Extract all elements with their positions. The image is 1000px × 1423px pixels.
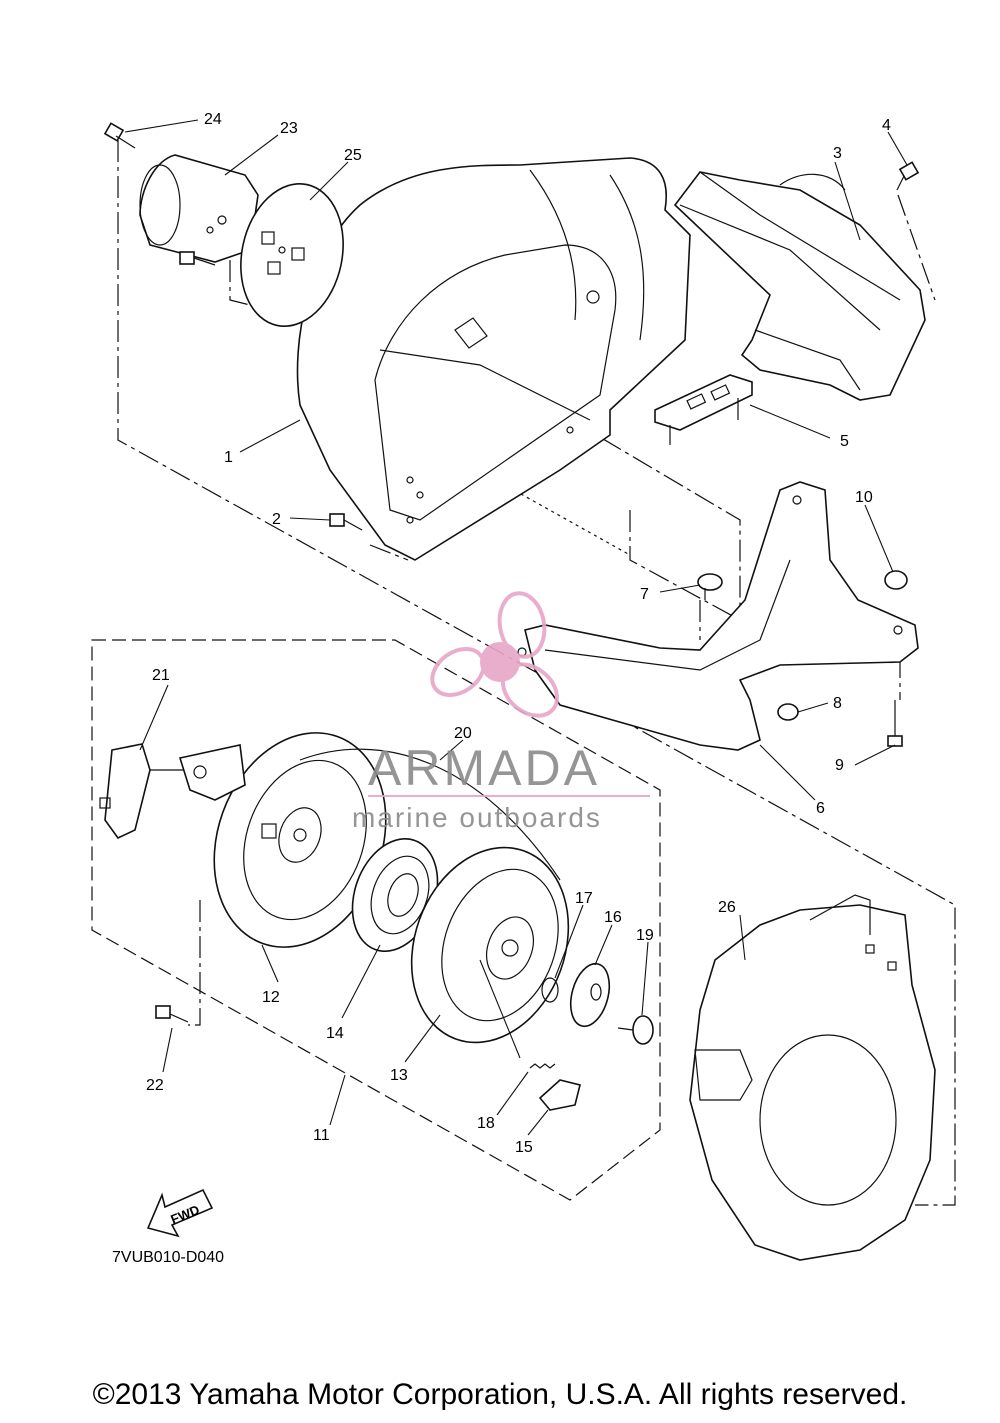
callout-3: 3 — [833, 145, 842, 162]
air-duct-part-3 — [673, 171, 926, 401]
sheave-drum-part-13 — [410, 846, 570, 1044]
bolt-part-2 — [329, 513, 363, 531]
bolt-part-24 — [103, 122, 136, 149]
callout-17: 17 — [575, 890, 593, 907]
recoil-starter-group-box — [91, 639, 661, 1201]
callout-13: 13 — [390, 1067, 408, 1084]
watermark-tagline: marine outboards — [352, 802, 602, 833]
callout-22: 22 — [146, 1077, 164, 1094]
callout-10: 10 — [855, 489, 873, 506]
callout-23: 23 — [280, 120, 298, 137]
bolt-part-19 — [617, 1015, 654, 1045]
propeller-logo-icon — [430, 591, 559, 718]
circlip-part-17 — [541, 977, 559, 1003]
callout-19: 19 — [636, 927, 654, 944]
bolt-part-9 — [887, 700, 903, 747]
nut-part-8 — [777, 703, 799, 721]
watermark-brand: ARMADA — [368, 740, 600, 796]
callout-11: 11 — [313, 1127, 330, 1144]
callout-6: 6 — [816, 800, 825, 817]
plate-part-25 — [240, 183, 344, 327]
callout-8: 8 — [833, 695, 842, 712]
callout-2: 2 — [272, 511, 281, 528]
callout-24: 24 — [204, 111, 222, 128]
nut-part-10 — [884, 570, 908, 590]
spring-part-18 — [529, 1063, 556, 1069]
fwd-arrow-icon: FWD — [146, 1188, 214, 1238]
washer-part-16 — [569, 962, 611, 1028]
callout-26: 26 — [718, 899, 736, 916]
callout-4: 4 — [882, 117, 891, 134]
callout-20: 20 — [454, 725, 472, 742]
callout-1: 1 — [224, 449, 233, 466]
leader-lines — [124, 119, 908, 1136]
callout-5: 5 — [840, 433, 849, 450]
callout-15: 15 — [515, 1139, 533, 1156]
bolt-part-22 — [155, 1005, 189, 1023]
callout-7: 7 — [640, 586, 649, 603]
bolt-25-screw — [179, 251, 216, 266]
callout-16: 16 — [604, 909, 622, 926]
lower-cover-part-26 — [689, 894, 936, 1261]
callout-21: 21 — [152, 667, 170, 684]
grommet-part-7 — [697, 573, 723, 600]
callout-14: 14 — [326, 1025, 344, 1042]
bolt-part-4 — [896, 161, 920, 191]
mounting-plate-part-5 — [654, 374, 753, 445]
callout-25: 25 — [344, 147, 362, 164]
flywheel-cover-part-1 — [296, 157, 691, 561]
starter-handle-part-21 — [99, 743, 246, 840]
callout-9: 9 — [835, 757, 844, 774]
bracket-part-6 — [517, 481, 919, 751]
starter-rope-part-20 — [299, 748, 561, 881]
callout-18: 18 — [477, 1115, 495, 1132]
starter-body-part-23 — [139, 154, 259, 263]
diagram-code: 7VUB010-D040 — [112, 1249, 224, 1266]
pawl-part-15 — [538, 1079, 581, 1111]
callout-12: 12 — [262, 989, 280, 1006]
copyright-notice: ©2013 Yamaha Motor Corporation, U.S.A. A… — [92, 1378, 908, 1411]
watermark: ARMADA marine outboards — [352, 591, 650, 833]
callout-numbers: 1 2 3 4 5 6 7 8 9 10 11 12 13 14 15 16 1… — [146, 111, 891, 1156]
